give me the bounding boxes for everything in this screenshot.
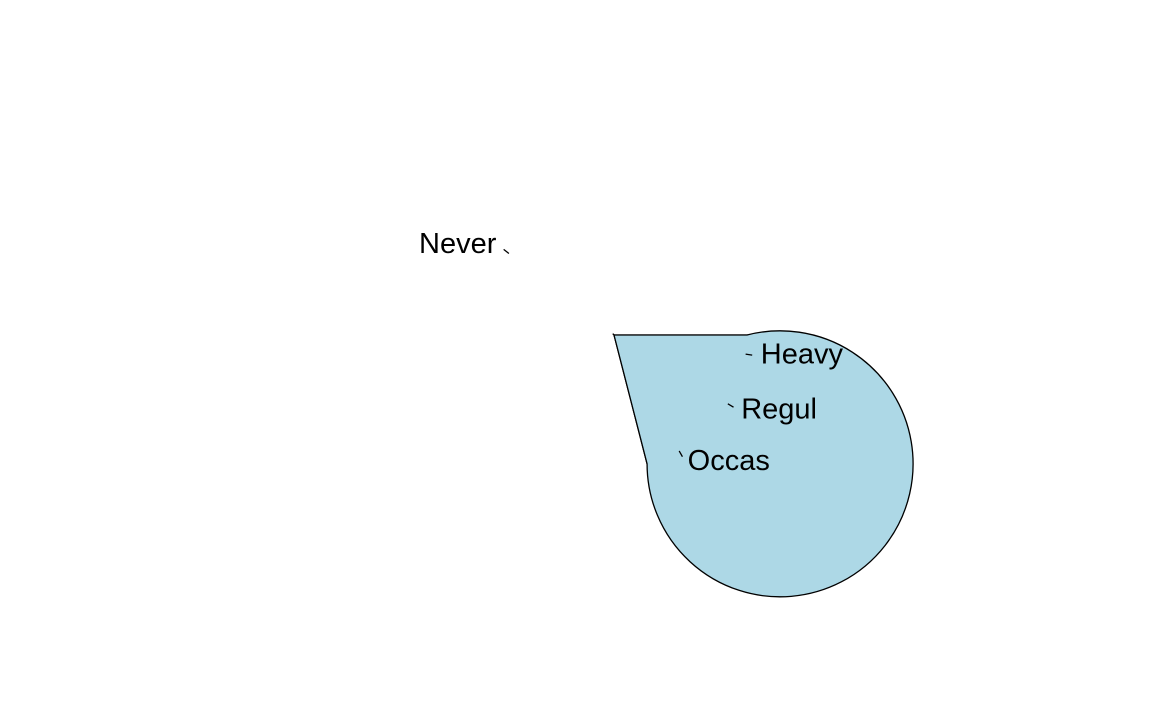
slice-label-never: Never [419, 228, 497, 260]
pie-slice-never [613, 330, 914, 598]
slice-label-heavy: Heavy [761, 339, 844, 371]
leader-line-occas [678, 450, 683, 458]
pie-slices [611, 330, 914, 598]
slice-label-occas: Occas [688, 445, 770, 477]
leader-line-heavy [745, 353, 753, 356]
label-leaders [503, 248, 753, 458]
leader-line-regul [727, 403, 734, 408]
leader-line-never [503, 248, 510, 254]
slice-label-regul: Regul [741, 393, 817, 425]
